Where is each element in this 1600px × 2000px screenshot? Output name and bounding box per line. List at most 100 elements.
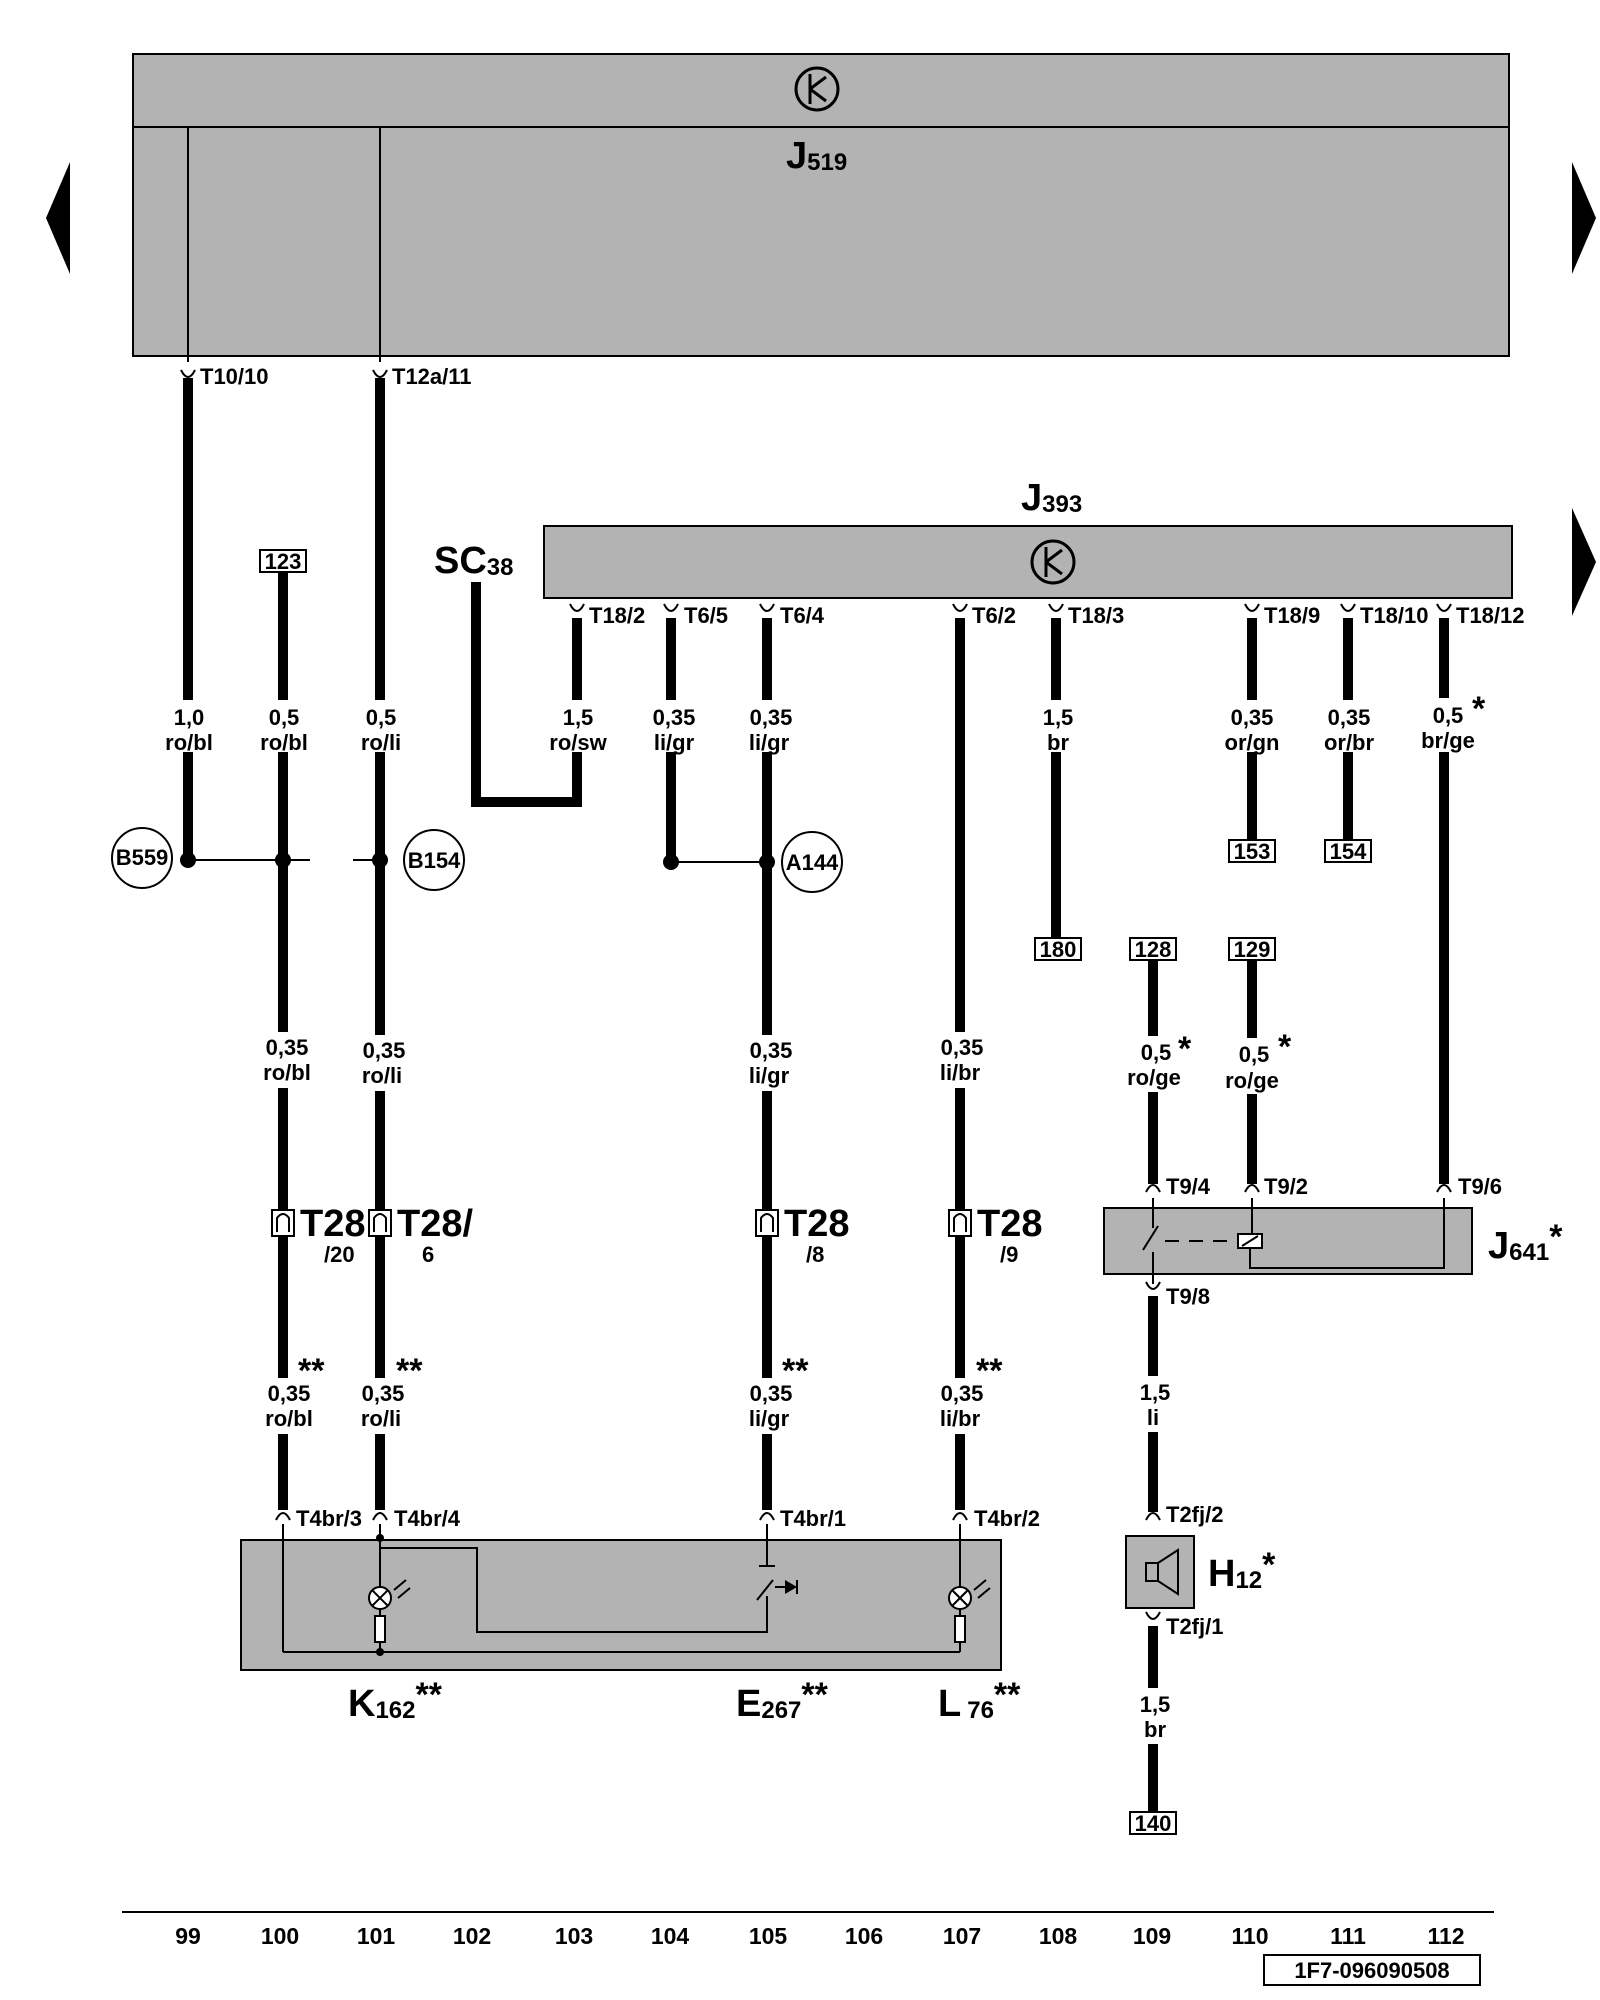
svg-text:104: 104 [651, 1923, 690, 1949]
svg-text:/9: /9 [1000, 1242, 1018, 1267]
svg-text:110: 110 [1231, 1923, 1268, 1949]
label-sc38: SC38 [434, 540, 514, 582]
wire-size-112: 0,5 [1433, 703, 1464, 728]
label-e267: E267** [736, 1676, 829, 1725]
label-j641: J641* [1488, 1218, 1563, 1267]
pin-t2fj-1: T2fj/1 [1166, 1614, 1223, 1639]
wire-size-110-mid: 0,5 [1239, 1042, 1270, 1067]
connector-t28-20: T28 /20 [271, 1203, 365, 1267]
control-unit-icon [794, 66, 840, 112]
wire-color-112: br/ge [1421, 728, 1475, 753]
next-page-arrow-lower[interactable] [1572, 508, 1596, 616]
svg-text:128: 128 [1135, 937, 1172, 962]
svg-text:99: 99 [175, 1923, 201, 1949]
wire-size-105-low: 0,35 [750, 1381, 793, 1406]
pin-t4br-2: T4br/2 [974, 1506, 1040, 1531]
svg-text:T28/: T28/ [397, 1203, 473, 1245]
wire-color-100-top: ro/bl [260, 730, 308, 755]
svg-text:T6/5: T6/5 [684, 603, 728, 628]
wire-color-101-mid: ro/li [362, 1063, 402, 1088]
wire-size-109-bot: 1,5 [1140, 1692, 1171, 1717]
control-unit-icon [1030, 539, 1076, 585]
connector-t28-8: T28 /8 [755, 1203, 849, 1267]
component-h12: H12* [1125, 1535, 1276, 1609]
label-k162: K162** [348, 1676, 443, 1725]
svg-text:T18/2: T18/2 [589, 603, 645, 628]
svg-text:/8: /8 [806, 1242, 824, 1267]
svg-text:100: 100 [261, 1923, 299, 1949]
svg-text:154: 154 [1330, 839, 1367, 864]
svg-text:1F7-096090508: 1F7-096090508 [1294, 1958, 1449, 1983]
module-j519: J519 [132, 53, 1510, 357]
svg-text:T28: T28 [300, 1203, 365, 1245]
wire-size-100-low: 0,35 [268, 1381, 311, 1406]
wire-size-105-mid: 0,35 [750, 1038, 793, 1063]
label-j519: J519 [786, 135, 847, 177]
wire-color-109-bot: br [1144, 1717, 1166, 1742]
node-b559: B559 [111, 827, 173, 889]
svg-text:129: 129 [1234, 937, 1271, 962]
wire-color-105-mid: li/gr [749, 1063, 790, 1088]
svg-text:153: 153 [1234, 839, 1271, 864]
horn-icon [1145, 1548, 1179, 1596]
svg-text:180: 180 [1040, 937, 1077, 962]
svg-text:A144: A144 [786, 850, 839, 875]
svg-text:B154: B154 [408, 848, 461, 873]
prev-page-arrow[interactable] [46, 162, 70, 274]
led-icon [775, 1580, 798, 1594]
svg-text:102: 102 [453, 1923, 491, 1949]
svg-text:107: 107 [943, 1923, 981, 1949]
wire-size-107-mid: 0,35 [941, 1035, 984, 1060]
svg-text:103: 103 [555, 1923, 593, 1949]
svg-text:T18/3: T18/3 [1068, 603, 1124, 628]
pin-t2fj-2: T2fj/2 [1166, 1502, 1223, 1527]
wire-size-100-top: 0,5 [269, 705, 300, 730]
wire-color-100-low: ro/bl [265, 1406, 313, 1431]
svg-text:106: 106 [845, 1923, 883, 1949]
mark-110: * [1278, 1028, 1292, 1066]
wire-color-108: br [1047, 730, 1069, 755]
wire-size-103: 1,5 [563, 705, 594, 730]
svg-text:T6/2: T6/2 [972, 603, 1016, 628]
document-code: 1F7-096090508 [1263, 1954, 1481, 1986]
ref-box-123: 123 [259, 549, 307, 574]
ref-box-140: 140 [1129, 1811, 1177, 1836]
wire-size-105-top: 0,35 [750, 705, 793, 730]
wire-color-109-mid: ro/ge [1127, 1065, 1181, 1090]
svg-text:T18/10: T18/10 [1360, 603, 1429, 628]
svg-text:B559: B559 [116, 845, 169, 870]
wire-color-110-mid: ro/ge [1225, 1068, 1279, 1093]
pin-t10-10: T10/10 [200, 364, 269, 389]
module-j393: J393 [543, 477, 1513, 599]
next-page-arrow-top[interactable] [1572, 162, 1596, 274]
svg-text:140: 140 [1135, 1811, 1172, 1836]
svg-text:T18/12: T18/12 [1456, 603, 1525, 628]
wire-size-109-mid: 0,5 [1141, 1040, 1172, 1065]
pin-t4br-1: T4br/1 [780, 1506, 846, 1531]
svg-text:T28: T28 [784, 1203, 849, 1245]
wire-size-100-mid: 0,35 [266, 1035, 309, 1060]
wire-color-103: ro/sw [549, 730, 607, 755]
wire-size-101-top: 0,5 [366, 705, 397, 730]
pin-t4br-3: T4br/3 [296, 1506, 362, 1531]
svg-text:6: 6 [422, 1242, 434, 1267]
wire-sc38 [471, 582, 582, 807]
wire-size-104: 0,35 [653, 705, 696, 730]
wire-size-111: 0,35 [1328, 705, 1371, 730]
lamp-icon [948, 1579, 991, 1643]
node-a144: A144 [781, 831, 843, 893]
pin-t9-8: T9/8 [1166, 1284, 1210, 1309]
pin-t4br-4: T4br/4 [394, 1506, 461, 1531]
label-h12: H12* [1208, 1546, 1276, 1595]
wire-color-101-top: ro/li [361, 730, 401, 755]
wire-size-101-mid: 0,35 [363, 1038, 406, 1063]
wire-color-105-top: li/gr [749, 730, 790, 755]
switch-panel [240, 1524, 1002, 1671]
wire-size-107-low: 0,35 [941, 1381, 984, 1406]
ref-box-129: 129 [1228, 937, 1276, 962]
pin-t12a-11: T12a/11 [392, 364, 472, 389]
ref-box-153: 153 [1228, 839, 1276, 864]
svg-text:T28: T28 [977, 1203, 1042, 1245]
